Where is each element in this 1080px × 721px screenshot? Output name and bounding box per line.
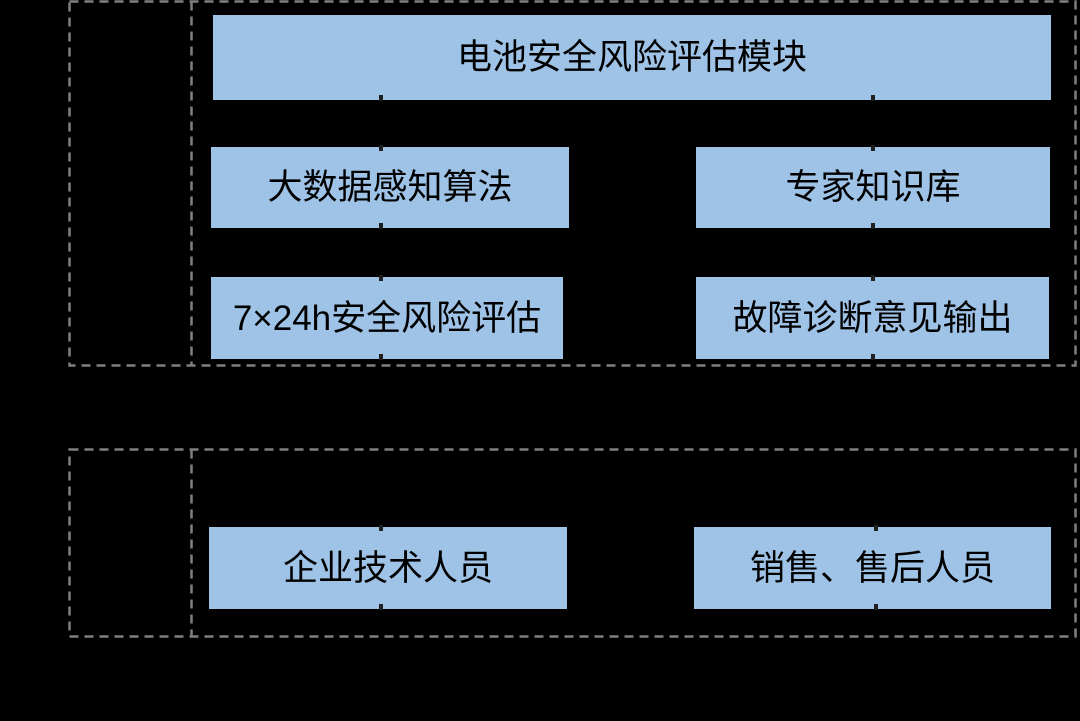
expert-knowledge-base-box: 专家知识库 [696,147,1050,228]
big-data-perception-algorithm-box: 大数据感知算法 [211,147,569,228]
battery-safety-risk-module-box: 电池安全风险评估模块 [213,15,1051,100]
fault-diagnosis-output-box: 故障诊断意见输出 [696,277,1049,359]
enterprise-technical-staff-box: 企业技术人员 [209,527,567,609]
7x24h-safety-risk-assessment-box: 7×24h安全风险评估 [211,277,563,359]
sales-aftersales-staff-box: 销售、售后人员 [694,527,1051,609]
